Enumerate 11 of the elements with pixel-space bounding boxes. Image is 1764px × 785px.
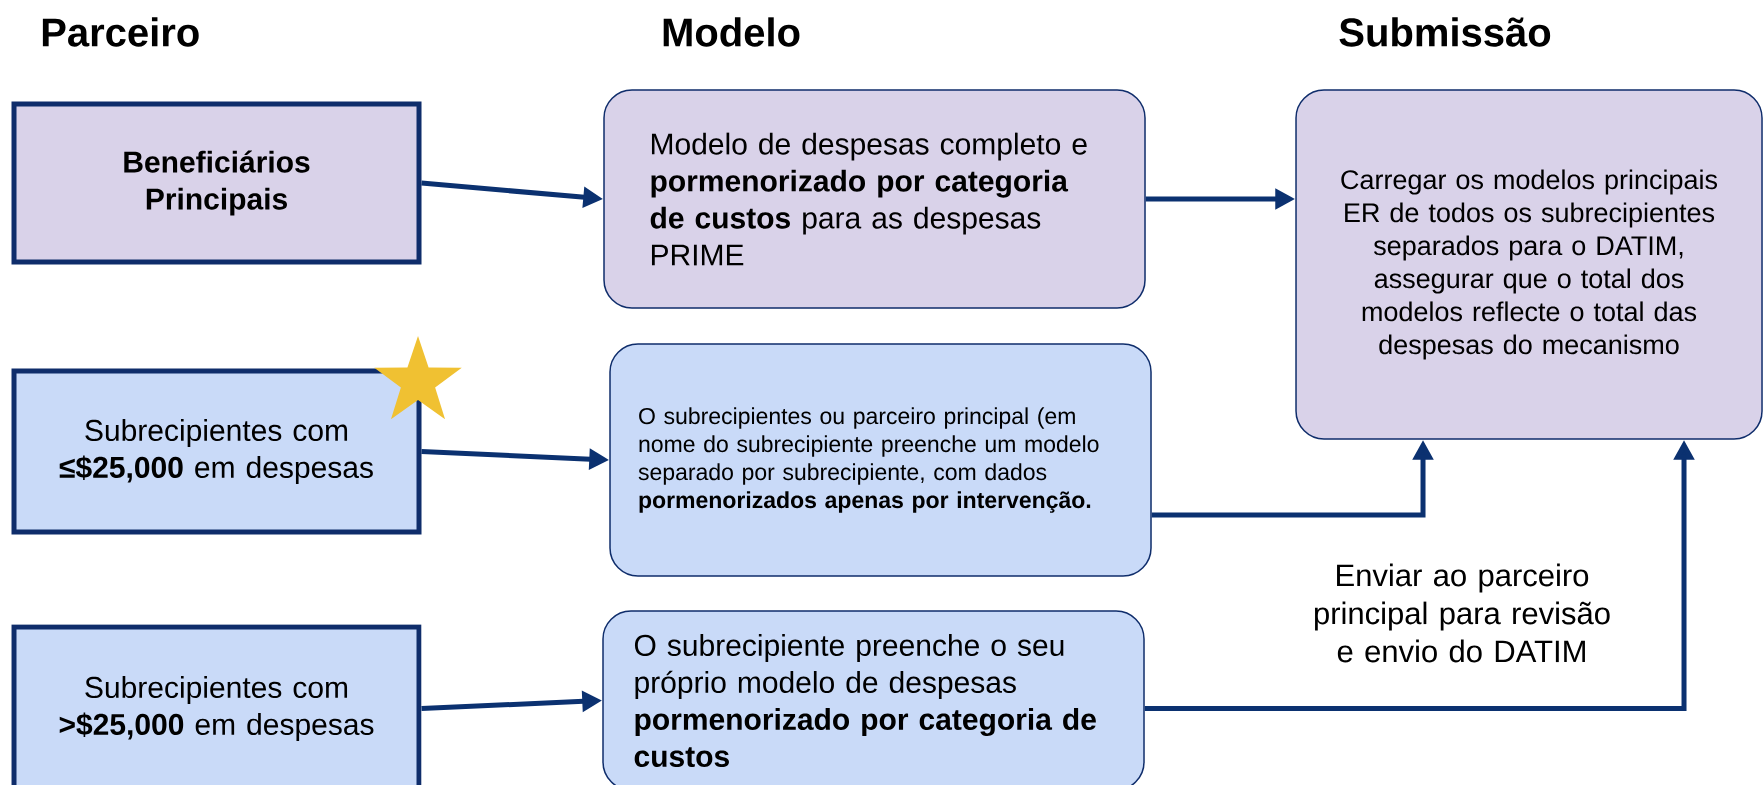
partner-box: Subrecipientes com >$25,000 em despesas	[11, 624, 422, 785]
partner-box: Subrecipientes com ≤$25,000 em despesas	[11, 368, 422, 535]
partner-box: Beneficiários Principais	[11, 101, 422, 265]
template-box: O subrecipiente preenche o seu próprio modelo de despesas pormenorizado por categoria de custos	[602, 610, 1145, 785]
template-box: Modelo de despesas completo e pormenorizado por categoria de custos para as despesas PRIME	[603, 89, 1146, 309]
column-heading: Parceiro	[42, 17, 199, 47]
template-box: O subrecipientes ou parceiro principal (em nome do subrecipiente preenche um modelo separado por subrecipiente, com dados pormenorizados apenas por intervenção.	[609, 343, 1152, 577]
submission-box: Carregar os modelos principais ER de todos os subrecipientes separados para o DATIM, assegurar que o total dos modelos reflecte o total das despesas do mecanismo	[1295, 89, 1763, 440]
edge-label: Enviar ao parceiro principal para revisão e envio do DATIM	[1294, 560, 1630, 666]
column-heading: Submissão	[1339, 17, 1551, 47]
column-heading: Modelo	[663, 17, 800, 47]
